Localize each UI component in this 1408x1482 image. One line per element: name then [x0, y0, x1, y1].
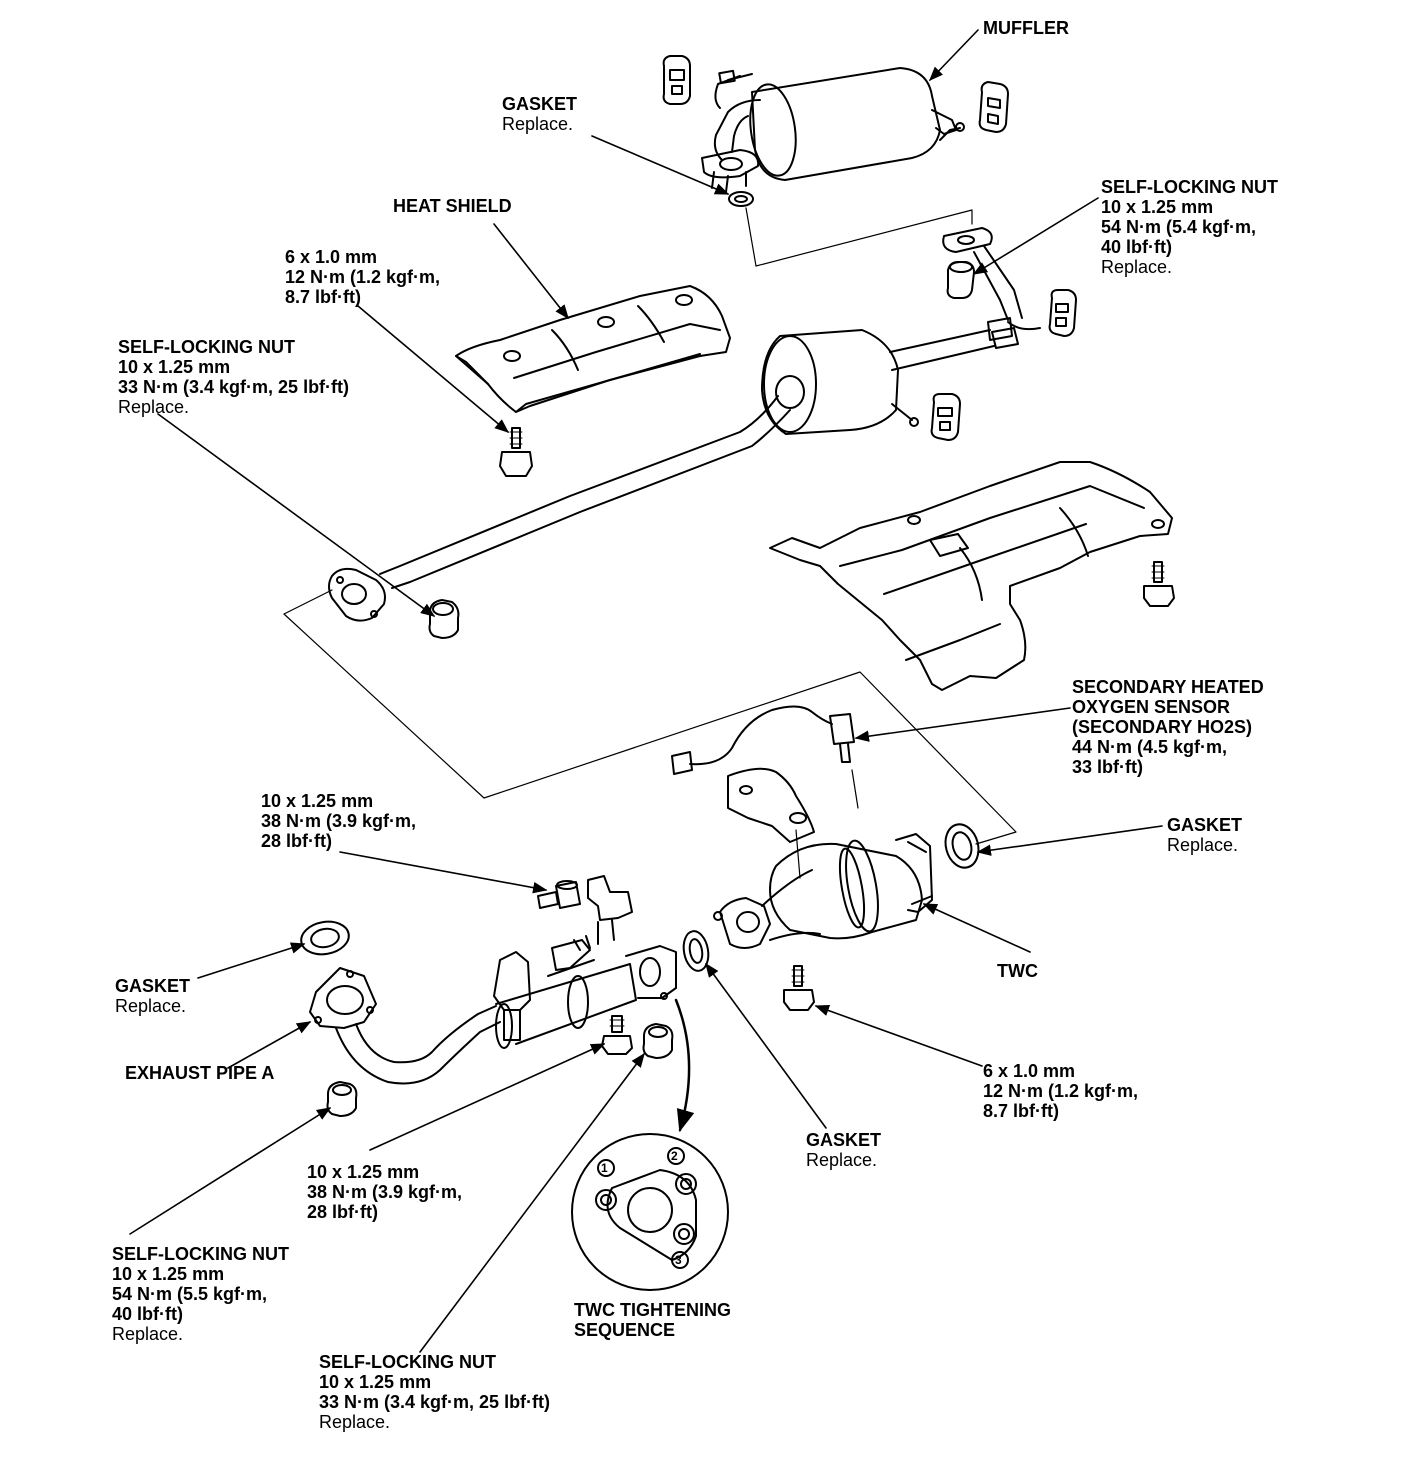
twc-sequence-detail [571, 1133, 729, 1291]
muffler-label: MUFFLER [983, 18, 1069, 38]
gasket-ring [944, 823, 980, 869]
self-locking-nut [428, 599, 460, 639]
self-locking-nut-top-label: SELF-LOCKING NUT 10 x 1.25 mm 54 N·m (5.… [1101, 177, 1278, 277]
flange-bolt [601, 1015, 633, 1055]
twc-bolt [783, 965, 815, 1011]
ho2s-label: SECONDARY HEATED OXYGEN SENSOR (SECONDAR… [1072, 677, 1264, 777]
twc-converter [713, 767, 933, 949]
heat-shield [455, 285, 731, 413]
bracket-bolt-spec: 10 x 1.25 mm 38 N·m (3.9 kgf·m, 28 lbf·f… [261, 791, 417, 851]
sequence-number-2: 2 [671, 1149, 678, 1163]
exhaust-pipe-a-label: EXHAUST PIPE A [125, 1063, 275, 1083]
pipe-flange [328, 567, 386, 622]
self-locking-nut-bottom-left-label: SELF-LOCKING NUT 10 x 1.25 mm 54 N·m (5.… [112, 1244, 289, 1344]
heat-shield-bolt-spec: 6 x 1.0 mm 12 N·m (1.2 kgf·m, 8.7 lbf·ft… [285, 247, 441, 307]
sequence-number-3: 3 [675, 1253, 682, 1267]
oxygen-sensor [671, 705, 855, 775]
gasket-ring [682, 930, 710, 972]
sequence-number-1: 1 [601, 1161, 608, 1175]
tailpipe-flange [942, 227, 1041, 341]
hanger-rubber [662, 55, 1077, 441]
gasket-right-label: GASKET Replace. [1167, 815, 1243, 855]
self-locking-nut [326, 1081, 358, 1117]
twc-label: TWC [997, 961, 1038, 981]
exhaust-pipe-a [309, 945, 677, 1085]
gasket-left-label: GASKET Replace. [115, 976, 191, 1016]
flange-bolt-spec: 10 x 1.25 mm 38 N·m (3.9 kgf·m, 28 lbf·f… [307, 1162, 463, 1222]
self-locking-nut [642, 1023, 674, 1059]
heat-shield-bolt [499, 427, 533, 477]
self-locking-nut-mid-label: SELF-LOCKING NUT 10 x 1.25 mm 33 N·m (3.… [118, 337, 350, 417]
heat-shield-large [769, 461, 1173, 691]
gasket-ring [728, 191, 754, 207]
twc-sequence-label: TWC TIGHTENING SEQUENCE [574, 1300, 731, 1340]
bracket-bolt [537, 880, 581, 909]
muffler-part [701, 67, 965, 193]
gasket-ring [300, 920, 350, 956]
center-muffler [379, 327, 1019, 589]
hanger-bracket [493, 875, 633, 1041]
gasket-center-label: GASKET Replace. [806, 1130, 882, 1170]
leader-lines [129, 29, 1163, 1353]
twc-bolt-spec: 6 x 1.0 mm 12 N·m (1.2 kgf·m, 8.7 lbf·ft… [983, 1061, 1139, 1121]
shield-bolt [1143, 561, 1175, 607]
self-locking-nut-bottom-center-label: SELF-LOCKING NUT 10 x 1.25 mm 33 N·m (3.… [319, 1352, 551, 1432]
gasket-top-label: GASKET Replace. [502, 94, 578, 134]
heat-shield-label: HEAT SHIELD [393, 196, 512, 216]
